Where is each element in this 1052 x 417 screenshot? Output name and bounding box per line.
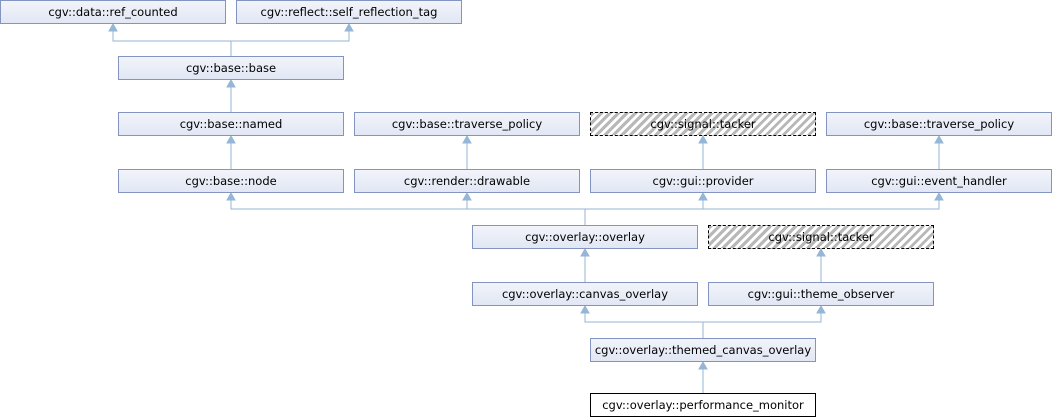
class-node-node[interactable]: cgv::base::node bbox=[118, 169, 344, 193]
edge-overlay-to-provider-event bbox=[585, 197, 940, 210]
edge-themed-to-canvas-overlay bbox=[584, 310, 704, 338]
arrowhead bbox=[816, 304, 826, 314]
class-node-label: cgv::reflect::self_reflection_tag bbox=[260, 5, 438, 19]
class-node-ref-counted[interactable]: cgv::data::ref_counted bbox=[0, 0, 226, 24]
edge-themed-to-theme-observer bbox=[703, 310, 822, 323]
edge-base-to-parents bbox=[112, 28, 232, 56]
arrowhead bbox=[226, 78, 236, 88]
arrowhead bbox=[580, 304, 590, 314]
arrowhead bbox=[698, 191, 708, 201]
class-node-label: cgv::gui::provider bbox=[652, 174, 754, 188]
class-node-overlay[interactable]: cgv::overlay::overlay bbox=[472, 225, 698, 249]
arrowhead bbox=[226, 191, 236, 201]
class-node-self-reflection-tag[interactable]: cgv::reflect::self_reflection_tag bbox=[236, 0, 462, 24]
class-node-label: cgv::render::drawable bbox=[403, 174, 531, 188]
class-node-label: cgv::signal::tacker bbox=[768, 230, 874, 244]
class-node-label: cgv::overlay::overlay bbox=[525, 230, 645, 244]
class-node-label: cgv::data::ref_counted bbox=[48, 5, 178, 19]
class-node-performance-monitor: cgv::overlay::performance_monitor bbox=[590, 393, 816, 417]
class-node-traverse-policy[interactable]: cgv::base::traverse_policy bbox=[354, 112, 580, 136]
class-node-label: cgv::base::named bbox=[179, 117, 283, 131]
class-node-tacker-external: cgv::signal::tacker bbox=[708, 225, 934, 249]
class-node-label: cgv::base::node bbox=[185, 174, 277, 188]
arrowhead bbox=[226, 134, 236, 144]
class-node-themed-canvas-overlay[interactable]: cgv::overlay::themed_canvas_overlay bbox=[590, 338, 816, 362]
arrowhead bbox=[462, 134, 472, 144]
class-node-label: cgv::gui::theme_observer bbox=[747, 287, 895, 301]
arrowhead bbox=[698, 134, 708, 144]
arrowhead bbox=[934, 134, 944, 144]
arrowhead bbox=[344, 22, 354, 32]
edge-base-to-self-reflection bbox=[231, 28, 350, 42]
class-node-label: cgv::base::base bbox=[185, 61, 277, 75]
class-node-theme-observer[interactable]: cgv::gui::theme_observer bbox=[708, 282, 934, 306]
class-node-drawable[interactable]: cgv::render::drawable bbox=[354, 169, 580, 193]
class-node-traverse-policy[interactable]: cgv::base::traverse_policy bbox=[826, 112, 1052, 136]
class-node-label: cgv::base::traverse_policy bbox=[863, 117, 1015, 131]
class-node-label: cgv::overlay::canvas_overlay bbox=[501, 287, 669, 301]
arrowhead bbox=[580, 247, 590, 257]
class-node-named[interactable]: cgv::base::named bbox=[118, 112, 344, 136]
class-node-provider[interactable]: cgv::gui::provider bbox=[590, 169, 816, 193]
edge-overlay-to-node bbox=[230, 197, 586, 225]
class-node-tacker-external: cgv::signal::tacker bbox=[590, 112, 816, 136]
class-node-base[interactable]: cgv::base::base bbox=[118, 56, 344, 80]
arrowhead bbox=[934, 191, 944, 201]
arrowhead bbox=[698, 360, 708, 370]
arrowhead bbox=[108, 22, 118, 32]
class-node-event-handler[interactable]: cgv::gui::event_handler bbox=[826, 169, 1052, 193]
class-node-label: cgv::overlay::performance_monitor bbox=[602, 398, 804, 412]
class-node-label: cgv::gui::event_handler bbox=[871, 174, 1007, 188]
arrowhead bbox=[816, 247, 826, 257]
class-node-label: cgv::base::traverse_policy bbox=[391, 117, 543, 131]
class-node-label: cgv::overlay::themed_canvas_overlay bbox=[594, 343, 812, 357]
arrowhead bbox=[462, 191, 472, 201]
class-node-canvas-overlay[interactable]: cgv::overlay::canvas_overlay bbox=[472, 282, 698, 306]
class-node-label: cgv::signal::tacker bbox=[650, 117, 756, 131]
